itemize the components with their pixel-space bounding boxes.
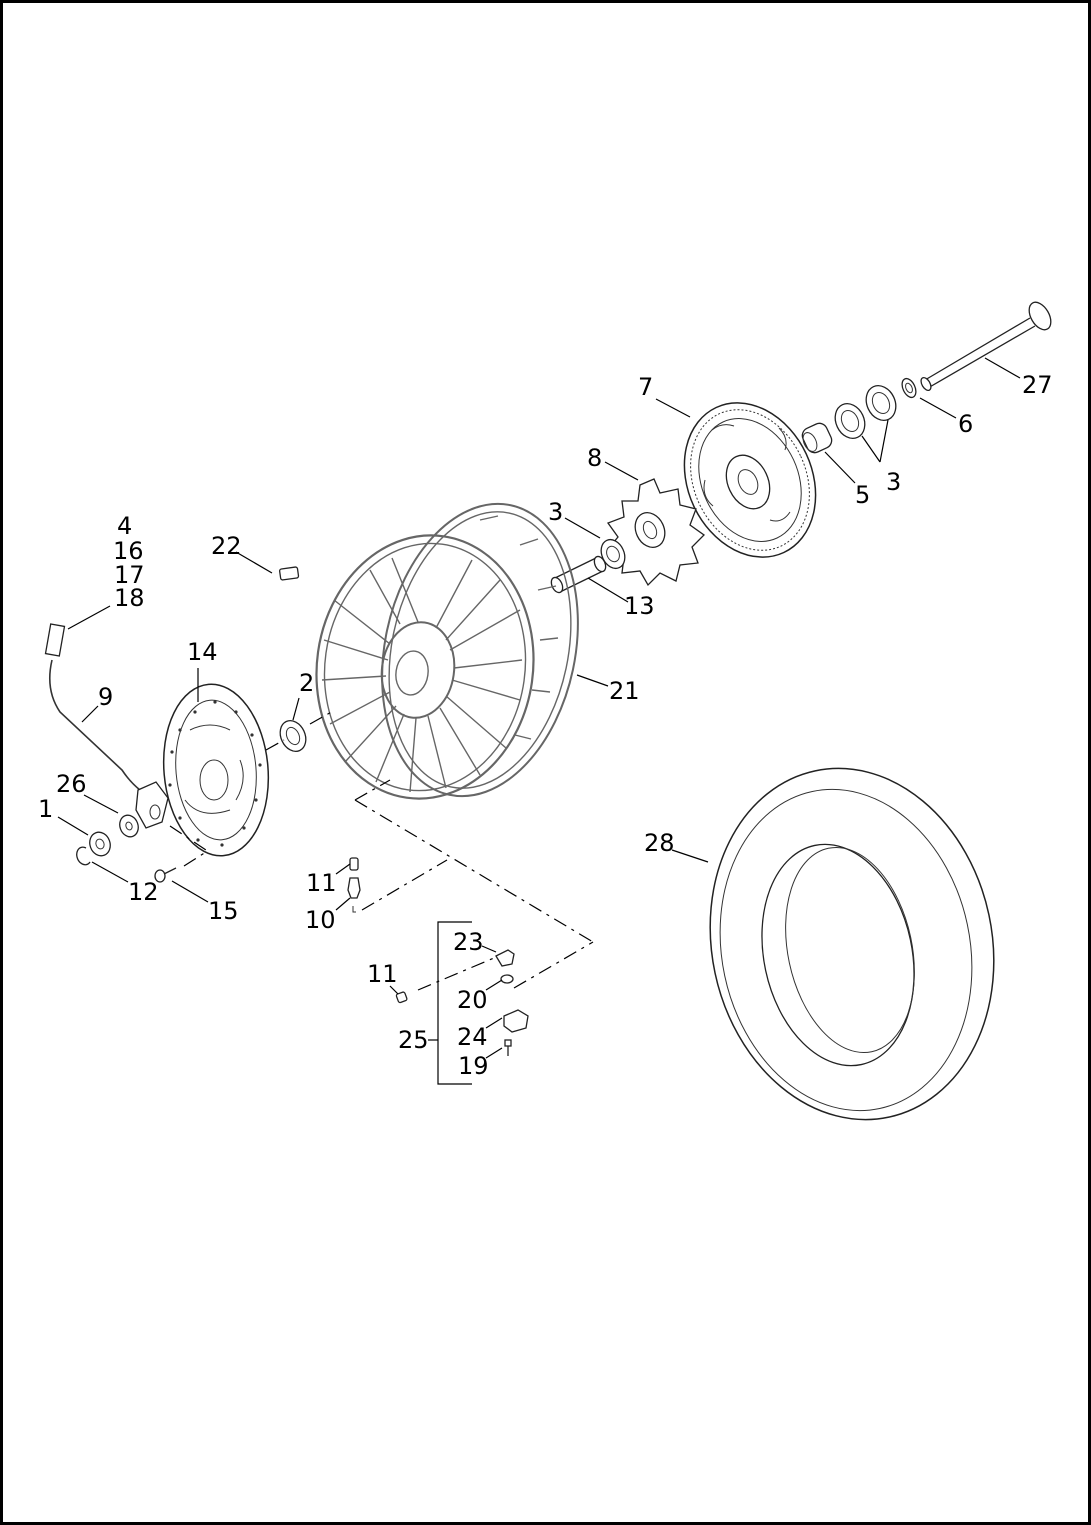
rear-pulley <box>683 402 817 558</box>
tpms-screw <box>504 1039 512 1056</box>
callout-4: 4 <box>117 512 132 540</box>
callout-25: 25 <box>398 1026 429 1054</box>
tpms-valve <box>495 949 515 967</box>
tpms-sensor <box>503 1009 529 1033</box>
bearing-hub-right <box>600 538 626 570</box>
spacer-tube <box>550 555 607 594</box>
e-clip <box>76 846 91 866</box>
callout-2: 2 <box>299 669 314 697</box>
brake-disc <box>162 683 270 857</box>
callout-13: 13 <box>624 592 655 620</box>
balance-weight <box>279 566 300 581</box>
callout-28: 28 <box>644 829 675 857</box>
valve-stem <box>347 857 361 913</box>
callout-27: 27 <box>1022 371 1053 399</box>
callout-10: 10 <box>305 906 336 934</box>
rear-tire <box>709 767 995 1121</box>
callout-18: 18 <box>114 584 145 612</box>
rear-axle <box>920 301 1052 392</box>
callout-21: 21 <box>609 677 640 705</box>
callout-11-valve-cap: 11 <box>306 869 337 897</box>
callout-1: 1 <box>38 795 53 823</box>
rear-wheel <box>315 502 579 800</box>
callout-20: 20 <box>457 986 488 1014</box>
callout-23: 23 <box>453 928 484 956</box>
callout-3-left: 3 <box>548 498 563 526</box>
callout-5: 5 <box>855 481 870 509</box>
callout-24: 24 <box>457 1023 488 1051</box>
callout-19: 19 <box>458 1052 489 1080</box>
callout-15: 15 <box>208 897 239 925</box>
callout-16: 16 <box>113 537 144 565</box>
callout-3-right: 3 <box>886 468 901 496</box>
tpms-cap <box>395 991 408 1004</box>
tpms-washer <box>500 974 514 984</box>
callout-26: 26 <box>56 770 87 798</box>
callout-22: 22 <box>211 532 242 560</box>
bearing-right-inner <box>834 402 866 440</box>
washer <box>119 814 139 838</box>
callout-8: 8 <box>587 444 602 472</box>
exploded-view-diagram: 27 6 3 5 7 8 3 13 21 22 4 16 17 18 14 2 … <box>38 301 1053 1121</box>
kit-bracket <box>437 921 472 1085</box>
axle-nut <box>89 831 111 857</box>
callout-11-tpms-cap: 11 <box>367 960 398 988</box>
callout-17: 17 <box>114 561 145 589</box>
wheel-speed-sensor <box>44 623 169 829</box>
leader-lines <box>57 357 1021 1059</box>
callout-7: 7 <box>638 373 653 401</box>
isolator-damper <box>606 478 706 587</box>
callout-6: 6 <box>958 410 973 438</box>
callout-14: 14 <box>187 638 218 666</box>
callout-9: 9 <box>98 683 113 711</box>
sleeve <box>801 422 833 454</box>
bearing-hub-left <box>279 719 307 753</box>
disc-screw <box>154 867 177 883</box>
axle-spacer <box>901 377 917 399</box>
bearing-right-outer <box>865 384 897 422</box>
assembly-lines <box>169 709 594 991</box>
callout-12: 12 <box>128 878 159 906</box>
